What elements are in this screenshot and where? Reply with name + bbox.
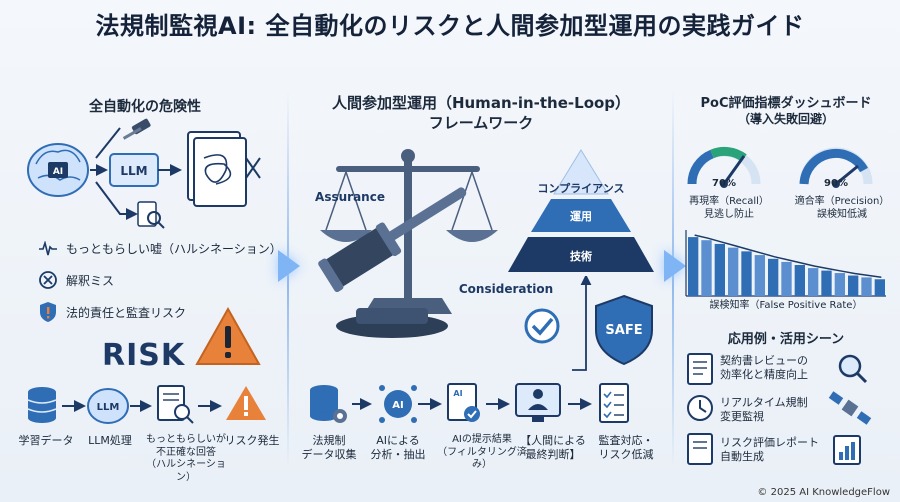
bar-chart-label: 誤検知率（False Positive Rate） xyxy=(709,300,863,311)
mflow-label-human: 【人間による 最終判断】 xyxy=(520,434,586,461)
gavel-icon xyxy=(318,187,467,338)
tangled-documents-icon xyxy=(187,131,261,207)
pyramid-label-technology: 技術 xyxy=(570,250,592,263)
human-monitor-icon xyxy=(515,383,561,422)
database-icon xyxy=(27,387,57,423)
apps-heading: 応用例・活用シーン xyxy=(727,332,845,347)
bar xyxy=(808,268,819,296)
check-circle-icon xyxy=(524,308,560,344)
trend-line xyxy=(694,234,882,279)
bar xyxy=(754,255,765,296)
bar xyxy=(821,270,832,296)
left-heading: 全自動化の危険性 xyxy=(89,99,201,115)
risk-label: もっともらしい嘘（ハルシネーション） xyxy=(66,242,282,256)
llm-box-icon: LLM xyxy=(109,153,159,187)
llm-brain-icon: LLM xyxy=(87,388,129,424)
bar xyxy=(688,237,699,296)
contract-doc-icon xyxy=(687,353,713,385)
safe-shield-icon: SAFE xyxy=(595,294,653,366)
svg-text:AI: AI xyxy=(53,167,63,177)
consideration-label: Consideration xyxy=(458,282,554,296)
gauge-panel xyxy=(687,146,873,188)
transition-arrow-left xyxy=(278,250,300,282)
precision-value: 90% xyxy=(824,178,848,189)
app-item-contract: 契約書レビューの 効率化と精度向上 xyxy=(720,354,808,381)
pyramid-label-operation: 運用 xyxy=(570,210,592,223)
app-icons xyxy=(687,353,872,465)
flow-label-hallucination: もっともらしいが 不正確な回答 （ハルシネーション） xyxy=(146,434,226,483)
svg-text:SAFE: SAFE xyxy=(605,323,642,338)
document-search-icon xyxy=(157,385,194,424)
mflow-label-collect: 法規制 データ収集 xyxy=(301,434,357,461)
bar xyxy=(728,247,739,296)
assurance-label: Assurance xyxy=(315,190,385,204)
governance-pyramid xyxy=(508,149,654,272)
bar xyxy=(714,243,725,296)
risk-item-misinterpretation: 解釈ミス xyxy=(38,270,114,290)
report-doc-icon xyxy=(687,433,713,465)
satellite-icon xyxy=(828,391,872,425)
recall-value: 70% xyxy=(712,178,736,189)
bar xyxy=(848,275,859,296)
risk-item-hallucination: もっともらしい嘘（ハルシネーション） xyxy=(38,240,282,257)
transition-arrow-right xyxy=(664,250,686,282)
ai-result-doc-icon: AI xyxy=(447,383,480,422)
recall-gauge-icon xyxy=(687,146,761,188)
flow-label-llm: LLM処理 xyxy=(88,434,132,447)
risk-label: 法的責任と監査リスク xyxy=(66,305,187,320)
check-safe-illustration: SAFE xyxy=(524,276,653,371)
risk-label: 解釈ミス xyxy=(66,273,115,288)
clock-icon xyxy=(687,395,713,421)
bar xyxy=(794,265,805,296)
shield-warning-icon xyxy=(40,302,56,322)
left-automation-illustration: AI LLM xyxy=(27,118,261,229)
app-item-monitoring: リアルタイム規制 変更監視 xyxy=(720,396,808,423)
ai-network-icon: AI xyxy=(379,385,417,423)
warning-triangle-icon xyxy=(195,306,261,365)
gavel-small-icon xyxy=(122,118,151,140)
bar xyxy=(701,240,712,296)
wave-warning-icon xyxy=(39,240,57,255)
precision-gauge-icon xyxy=(799,147,873,188)
false-positive-bar-chart xyxy=(685,230,886,297)
page-title: 法規制監視AI: 全自動化のリスクと人間参加型運用の実践ガイド xyxy=(95,12,805,40)
database-gear-icon xyxy=(310,385,347,423)
scale-gavel-illustration xyxy=(318,149,498,338)
bar xyxy=(741,251,752,296)
pyramid-label-compliance: コンプライアンス xyxy=(537,182,625,195)
svg-text:AI: AI xyxy=(453,389,462,398)
precision-label: 適合率（Precision） 誤検知低減 xyxy=(794,196,890,220)
bar xyxy=(768,258,779,296)
recall-label: 再現率（Recall） 見逃し防止 xyxy=(689,196,769,220)
mflow-label-analysis: AIによる 分析・抽出 xyxy=(370,434,426,461)
audit-checklist-icon xyxy=(599,383,629,423)
right-heading-line2: （導入失敗回避） xyxy=(737,112,834,126)
flow-label-risk: リスク発生 xyxy=(224,434,280,447)
left-flow-diagram: LLM xyxy=(27,385,266,424)
mflow-label-audit: 監査対応・ リスク低減 xyxy=(598,434,654,461)
svg-text:LLM: LLM xyxy=(97,402,120,413)
magnifier-icon xyxy=(838,354,868,384)
alert-triangle-icon xyxy=(226,386,266,420)
risk-item-legal: 法的責任と監査リスク xyxy=(38,301,186,323)
middle-heading-line1: 人間参加型運用（Human-in-the-Loop） xyxy=(331,94,631,112)
report-chart-icon xyxy=(833,435,861,465)
risk-word: RISK xyxy=(102,338,186,373)
ai-brain-icon: AI xyxy=(27,143,89,197)
footer-copyright: © 2025 AI KnowledgeFlow xyxy=(757,487,890,498)
bar xyxy=(874,279,885,296)
magnifier-doc-icon xyxy=(137,201,165,229)
app-item-report: リスク評価レポート 自動生成 xyxy=(720,436,819,463)
middle-flow-diagram: AI AI xyxy=(310,383,629,423)
bar xyxy=(834,273,845,296)
mflow-label-result: AIの提示結果 （フィルタリング済み） xyxy=(437,434,527,470)
middle-heading-line2: フレームワーク xyxy=(428,114,534,132)
svg-text:LLM: LLM xyxy=(120,164,147,178)
cross-circle-icon xyxy=(39,271,57,289)
svg-text:AI: AI xyxy=(392,400,403,411)
bar xyxy=(861,277,872,296)
right-heading-line1: PoC評価指標ダッシュボード xyxy=(700,96,872,111)
flow-label-training-data: 学習データ xyxy=(18,434,74,447)
bar xyxy=(781,261,792,296)
